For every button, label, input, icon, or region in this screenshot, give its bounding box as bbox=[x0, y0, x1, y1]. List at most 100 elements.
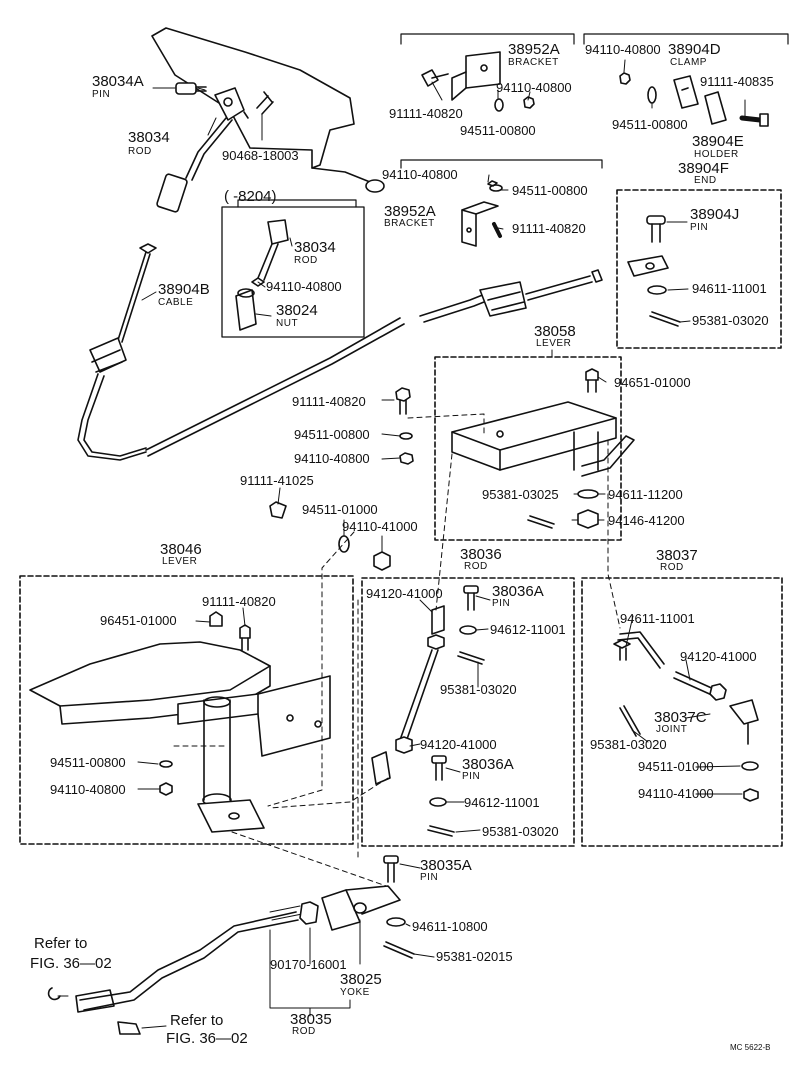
rod-38036-icon bbox=[371, 585, 485, 837]
hardware-38058-icon bbox=[269, 387, 599, 571]
part-number: 94110-41000 bbox=[342, 519, 418, 534]
leader-lines bbox=[57, 59, 746, 1029]
part-caption: ROD bbox=[294, 255, 318, 266]
part-number: 91111-40820 bbox=[389, 106, 463, 121]
part-caption: ROD bbox=[128, 146, 152, 157]
part-number: 38952A bbox=[384, 203, 436, 220]
part-number: 38904E bbox=[692, 133, 744, 150]
variant-note: ( -8204) bbox=[224, 188, 277, 205]
variant-box bbox=[221, 206, 365, 338]
part-number: 96451-01000 bbox=[100, 613, 177, 628]
part-number: 94110-40800 bbox=[50, 782, 126, 797]
part-number: 94611-11200 bbox=[608, 487, 683, 502]
part-number: 38904D bbox=[668, 41, 721, 58]
part-number: 95381-03020 bbox=[482, 824, 559, 839]
part-number: 91111-40820 bbox=[512, 221, 586, 236]
part-number: 94611-10800 bbox=[412, 919, 488, 934]
group-bracket bbox=[237, 199, 357, 208]
part-number: 38904B bbox=[158, 281, 210, 298]
part-number: 38952A bbox=[508, 41, 560, 58]
part-caption: CABLE bbox=[158, 297, 194, 308]
part-caption: ROD bbox=[292, 1026, 316, 1037]
group-boxes bbox=[19, 189, 783, 847]
part-caption: PIN bbox=[420, 872, 439, 883]
part-number: 38058 bbox=[534, 323, 576, 340]
part-number: 94611-11001 bbox=[620, 611, 695, 626]
part-number: 94511-00800 bbox=[50, 755, 126, 770]
part-caption: PIN bbox=[92, 89, 111, 100]
rod-38035-icon bbox=[47, 855, 415, 1035]
part-number: 94611-11001 bbox=[692, 281, 767, 296]
part-caption: CLAMP bbox=[670, 57, 707, 68]
part-number: 94511-00800 bbox=[512, 183, 588, 198]
group-bracket bbox=[400, 159, 603, 169]
bracket-38952a-icon bbox=[421, 51, 535, 112]
part-caption: END bbox=[694, 175, 717, 186]
part-number: 91111-40820 bbox=[202, 594, 276, 609]
part-caption: ROD bbox=[464, 561, 488, 572]
part-number: 94612-11001 bbox=[464, 795, 540, 810]
part-caption: BRACKET bbox=[508, 57, 559, 68]
part-number: 38024 bbox=[276, 302, 318, 319]
part-number: 94612-11001 bbox=[490, 622, 566, 637]
part-number: 95381-03025 bbox=[482, 487, 559, 502]
reference-note: Refer to bbox=[34, 935, 88, 952]
part-number: 94110-40800 bbox=[266, 279, 342, 294]
part-number: 91111-40835 bbox=[700, 74, 774, 89]
part-number: 94511-01000 bbox=[302, 502, 378, 517]
part-number: 38034 bbox=[294, 239, 336, 256]
part-number: 38037C bbox=[654, 709, 707, 726]
part-number: 94110-40800 bbox=[496, 80, 572, 95]
lever-38046-icon bbox=[29, 611, 331, 833]
rod-38034-icon bbox=[156, 87, 249, 213]
part-number: 38046 bbox=[160, 541, 202, 558]
part-number: 95381-03020 bbox=[590, 737, 667, 752]
group-bracket bbox=[583, 33, 789, 45]
part-number: 94110-40800 bbox=[382, 167, 458, 182]
part-caption: HOLDER bbox=[694, 149, 739, 160]
part-caption: JOINT bbox=[656, 724, 688, 735]
clip-icon bbox=[256, 91, 274, 115]
lever-38058-icon bbox=[451, 368, 635, 477]
part-caption: PIN bbox=[462, 771, 481, 782]
part-number: 94110-40800 bbox=[585, 42, 661, 57]
part-number: 95381-03020 bbox=[692, 313, 769, 328]
part-number: 38034 bbox=[128, 129, 170, 146]
part-caption: PIN bbox=[690, 222, 709, 233]
group-bracket bbox=[400, 33, 575, 45]
part-number: 94120-41000 bbox=[366, 586, 443, 601]
part-number: 38904J bbox=[690, 206, 740, 223]
part-number: 38036A bbox=[492, 583, 544, 600]
reference-note: FIG. 36—02 bbox=[30, 955, 112, 972]
part-number: 91111-41025 bbox=[240, 473, 314, 488]
part-number: 90170-16001 bbox=[270, 957, 347, 972]
part-caption: YOKE bbox=[340, 987, 370, 998]
part-number: 38035 bbox=[290, 1011, 332, 1028]
part-number: 94110-40800 bbox=[294, 451, 370, 466]
part-number: 38036 bbox=[460, 546, 502, 563]
part-number: 94120-41000 bbox=[420, 737, 497, 752]
rod-38034-variant-icon bbox=[235, 219, 289, 331]
part-number: 94651-01000 bbox=[614, 375, 691, 390]
steering-column-housing bbox=[151, 27, 385, 193]
part-number: 38037 bbox=[656, 547, 698, 564]
part-number: 91111-40820 bbox=[292, 394, 366, 409]
alignment-lines bbox=[173, 413, 621, 889]
part-number: 38036A bbox=[462, 756, 514, 773]
part-number: 38904F bbox=[678, 160, 729, 177]
part-caption: LEVER bbox=[536, 338, 572, 349]
part-number: 94511-01000 bbox=[638, 759, 714, 774]
part-number: 94511-00800 bbox=[294, 427, 370, 442]
part-caption: NUT bbox=[276, 318, 299, 329]
part-caption: PIN bbox=[492, 598, 511, 609]
pin-38904j-icon bbox=[627, 215, 681, 327]
part-number: 94110-41000 bbox=[638, 786, 714, 801]
diagram-code: MC 5622-B bbox=[730, 1043, 771, 1052]
part-number: 38025 bbox=[340, 971, 382, 988]
clamp-38904d-icon bbox=[619, 72, 769, 127]
part-number: 38034A bbox=[92, 73, 144, 90]
bracket-38952a-mid-icon bbox=[461, 180, 503, 247]
rod-38037-icon bbox=[613, 631, 759, 802]
part-number: 94120-41000 bbox=[680, 649, 757, 664]
